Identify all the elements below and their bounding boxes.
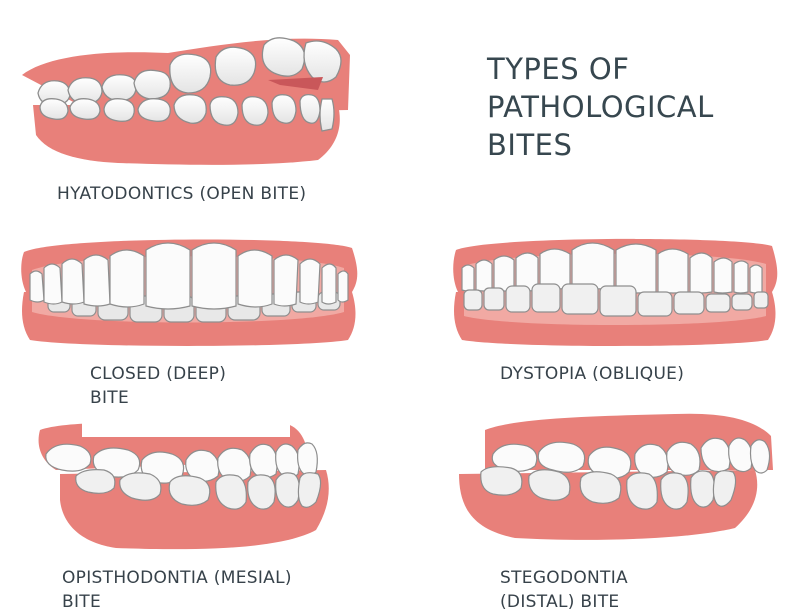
caption-open-bite: HYATODONTICS (OPEN BITE) bbox=[57, 184, 307, 204]
caption-closed-deep-bite: CLOSED (DEEP) BITE bbox=[90, 364, 227, 408]
dystopia-oblique-illustration bbox=[450, 232, 780, 350]
open-bite-illustration bbox=[18, 35, 363, 170]
caption-stegodontia-distal: STEGODONTIA (DISTAL) BITE bbox=[500, 568, 628, 612]
caption-opisthodontia-mesial: OPISTHODONTIA (MESIAL) BITE bbox=[62, 568, 292, 612]
stegodontia-distal-illustration bbox=[455, 410, 780, 550]
slide-title: TYPES OF PATHOLOGICAL BITES bbox=[487, 52, 714, 162]
opisthodontia-mesial-illustration bbox=[36, 420, 346, 555]
occluding-white-block bbox=[82, 415, 290, 437]
closed-deep-bite-illustration bbox=[18, 232, 360, 350]
caption-dystopia-oblique: DYSTOPIA (OBLIQUE) bbox=[500, 364, 685, 384]
